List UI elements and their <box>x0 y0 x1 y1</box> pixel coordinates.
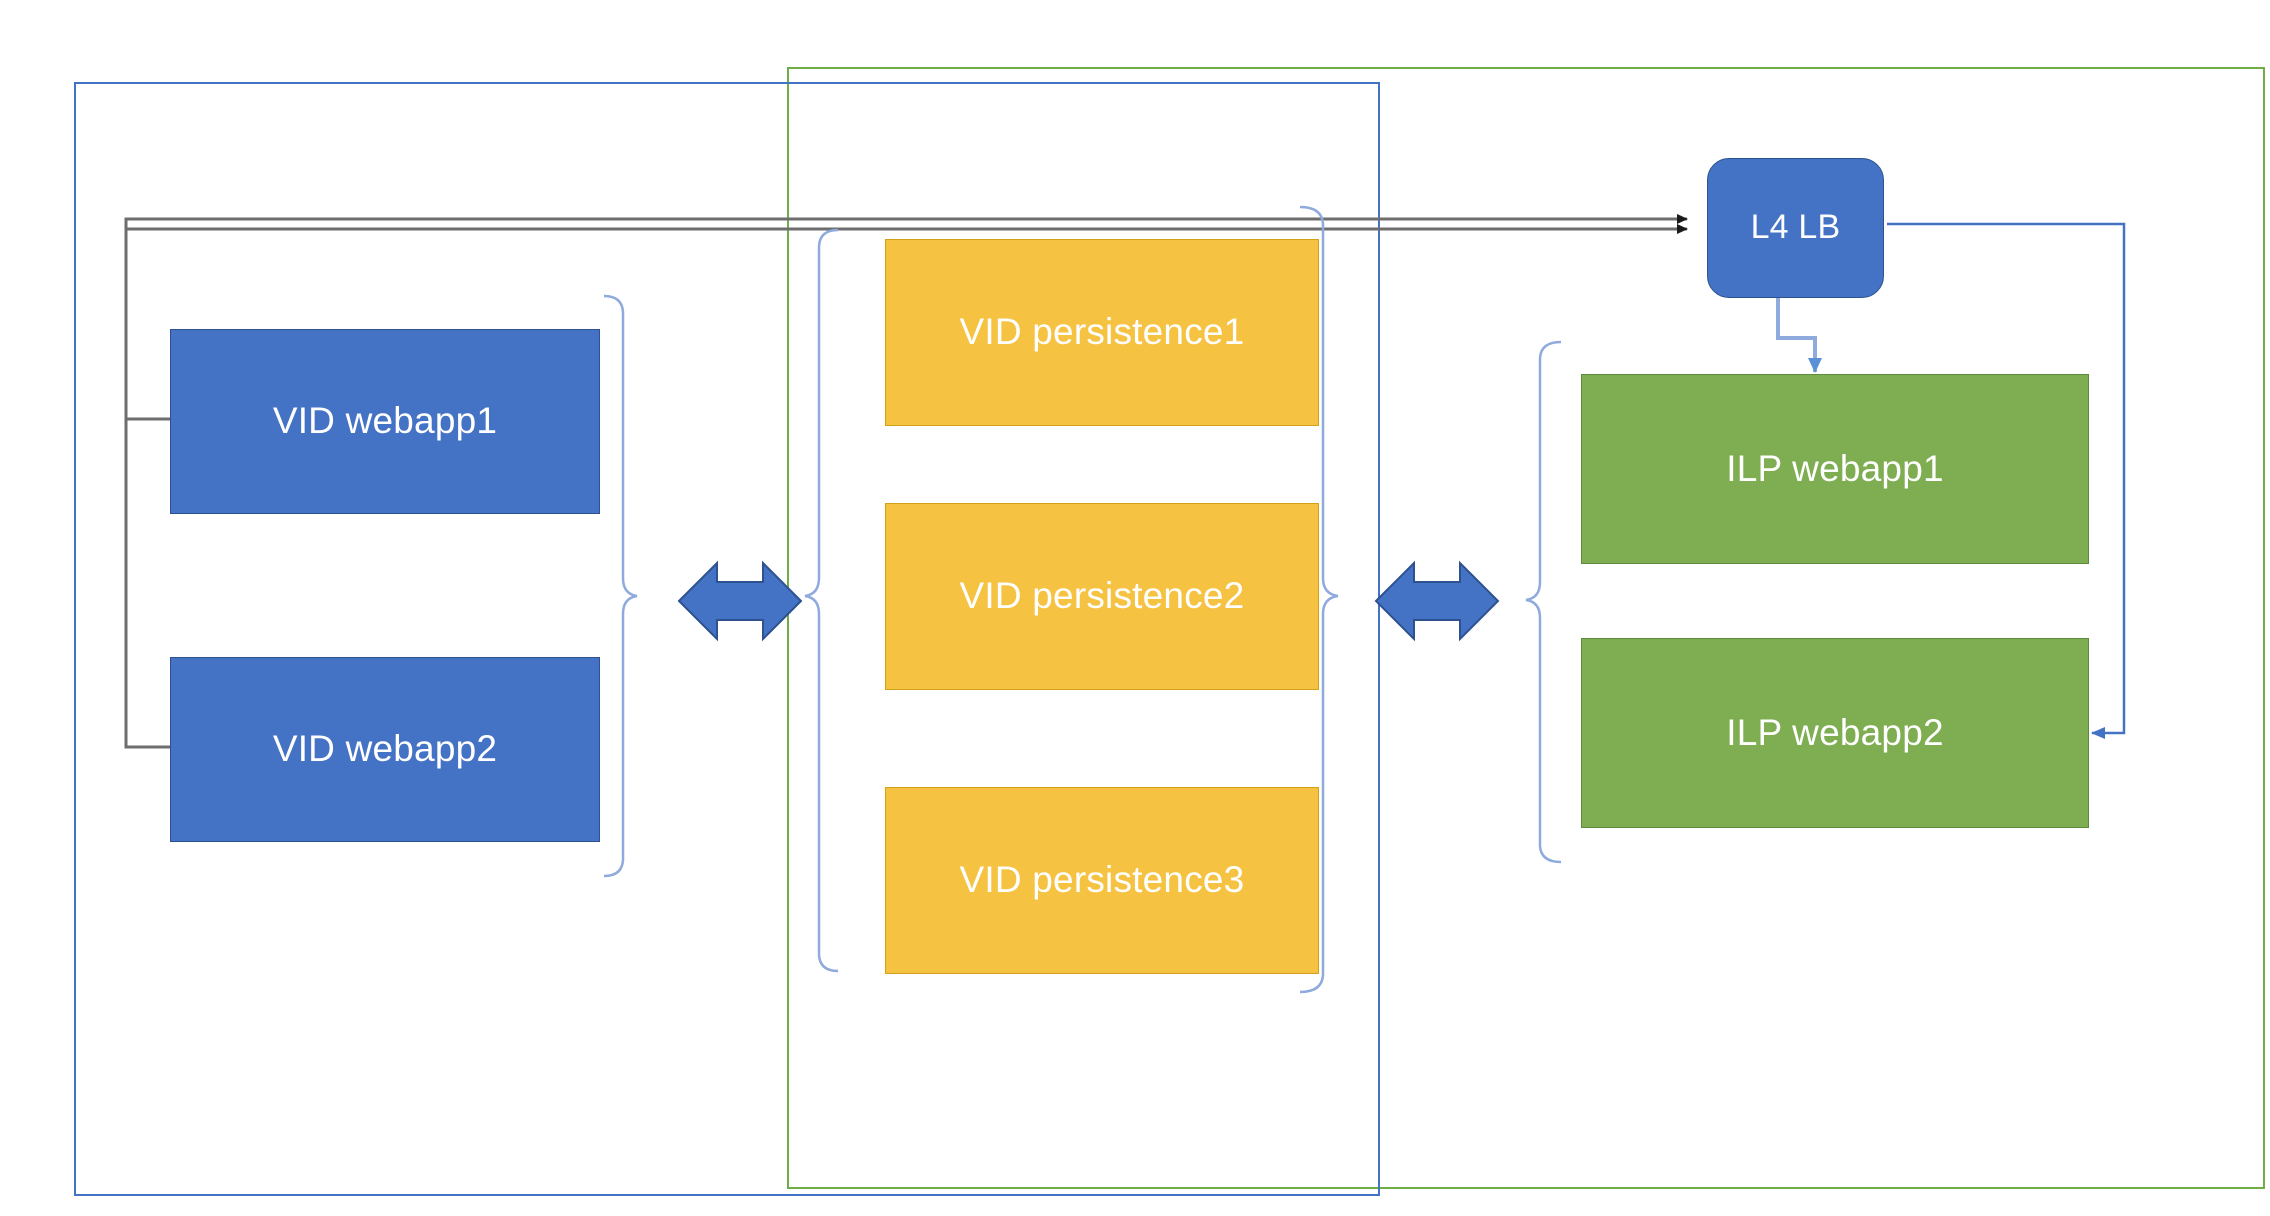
node-vid-webapp2[interactable]: VID webapp2 <box>170 657 600 842</box>
node-ilp-webapp2-label: ILP webapp2 <box>1726 711 1944 753</box>
node-l4-load-balancer-label: L4 LB <box>1750 208 1841 247</box>
node-vid-webapp2-label: VID webapp2 <box>272 728 498 770</box>
node-ilp-webapp1[interactable]: ILP webapp1 <box>1581 374 2089 564</box>
node-vid-persistence1[interactable]: VID persistence1 <box>885 239 1319 426</box>
node-ilp-webapp1-label: ILP webapp1 <box>1726 447 1944 489</box>
node-vid-persistence2[interactable]: VID persistence2 <box>885 503 1319 690</box>
node-l4-load-balancer[interactable]: L4 LB <box>1707 158 1884 298</box>
node-vid-persistence1-label: VID persistence1 <box>959 311 1245 353</box>
node-vid-persistence3[interactable]: VID persistence3 <box>885 787 1319 974</box>
node-vid-webapp1-label: VID webapp1 <box>272 400 498 442</box>
node-vid-persistence3-label: VID persistence3 <box>959 859 1245 901</box>
node-vid-webapp1[interactable]: VID webapp1 <box>170 329 600 514</box>
node-ilp-webapp2[interactable]: ILP webapp2 <box>1581 638 2089 828</box>
node-vid-persistence2-label: VID persistence2 <box>959 575 1245 617</box>
